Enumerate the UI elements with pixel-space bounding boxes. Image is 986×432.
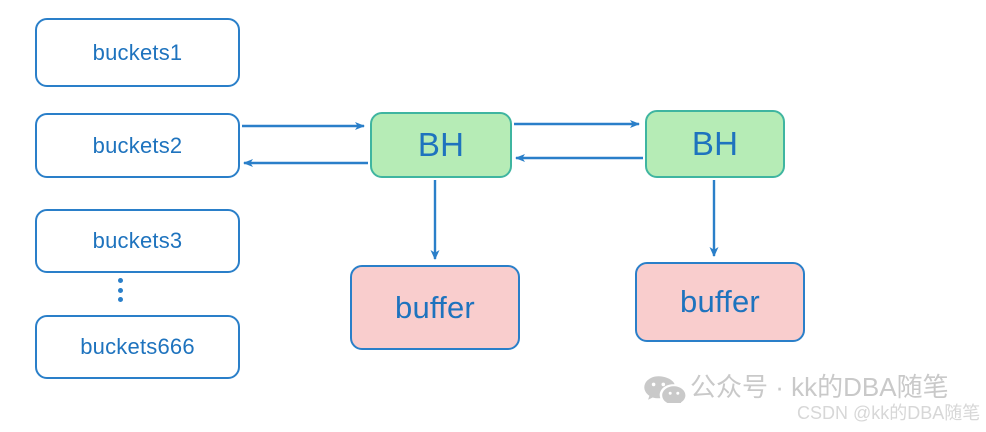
node-buckets3[interactable]: buckets3	[35, 209, 240, 273]
wechat-icon	[644, 376, 686, 403]
watermark: 公众号 · kk的DBA随笔 CSDN @kk的DBA随笔	[640, 371, 980, 429]
node-buckets2-label: buckets2	[92, 132, 183, 158]
ellipsis-dot	[118, 297, 123, 302]
node-buckets666[interactable]: buckets666	[35, 315, 240, 379]
node-buckets666-label: buckets666	[80, 334, 195, 359]
vertical-ellipsis-icon	[118, 278, 123, 302]
ellipsis-dot	[118, 278, 123, 283]
node-bh-right[interactable]: BH	[645, 110, 785, 178]
node-buffer-right[interactable]: buffer	[635, 262, 805, 342]
node-buffer-left-label: buffer	[395, 289, 475, 325]
node-bh-left[interactable]: BH	[370, 112, 512, 178]
ellipsis-dot	[118, 287, 123, 293]
watermark-sub-text: CSDN @kk的DBA随笔	[797, 403, 981, 423]
node-buckets2[interactable]: buckets2	[35, 113, 240, 178]
node-buckets1-label: buckets1	[92, 39, 183, 65]
node-buffer-left[interactable]: buffer	[350, 265, 520, 350]
node-bh-right-label: BH	[691, 125, 739, 162]
node-buckets3-label: buckets3	[92, 228, 183, 253]
node-buffer-right-label: buffer	[680, 284, 760, 319]
watermark-main-text: 公众号 · kk的DBA随笔	[690, 372, 949, 402]
node-buckets1[interactable]: buckets1	[35, 18, 240, 87]
node-bh-left-label: BH	[417, 126, 465, 163]
